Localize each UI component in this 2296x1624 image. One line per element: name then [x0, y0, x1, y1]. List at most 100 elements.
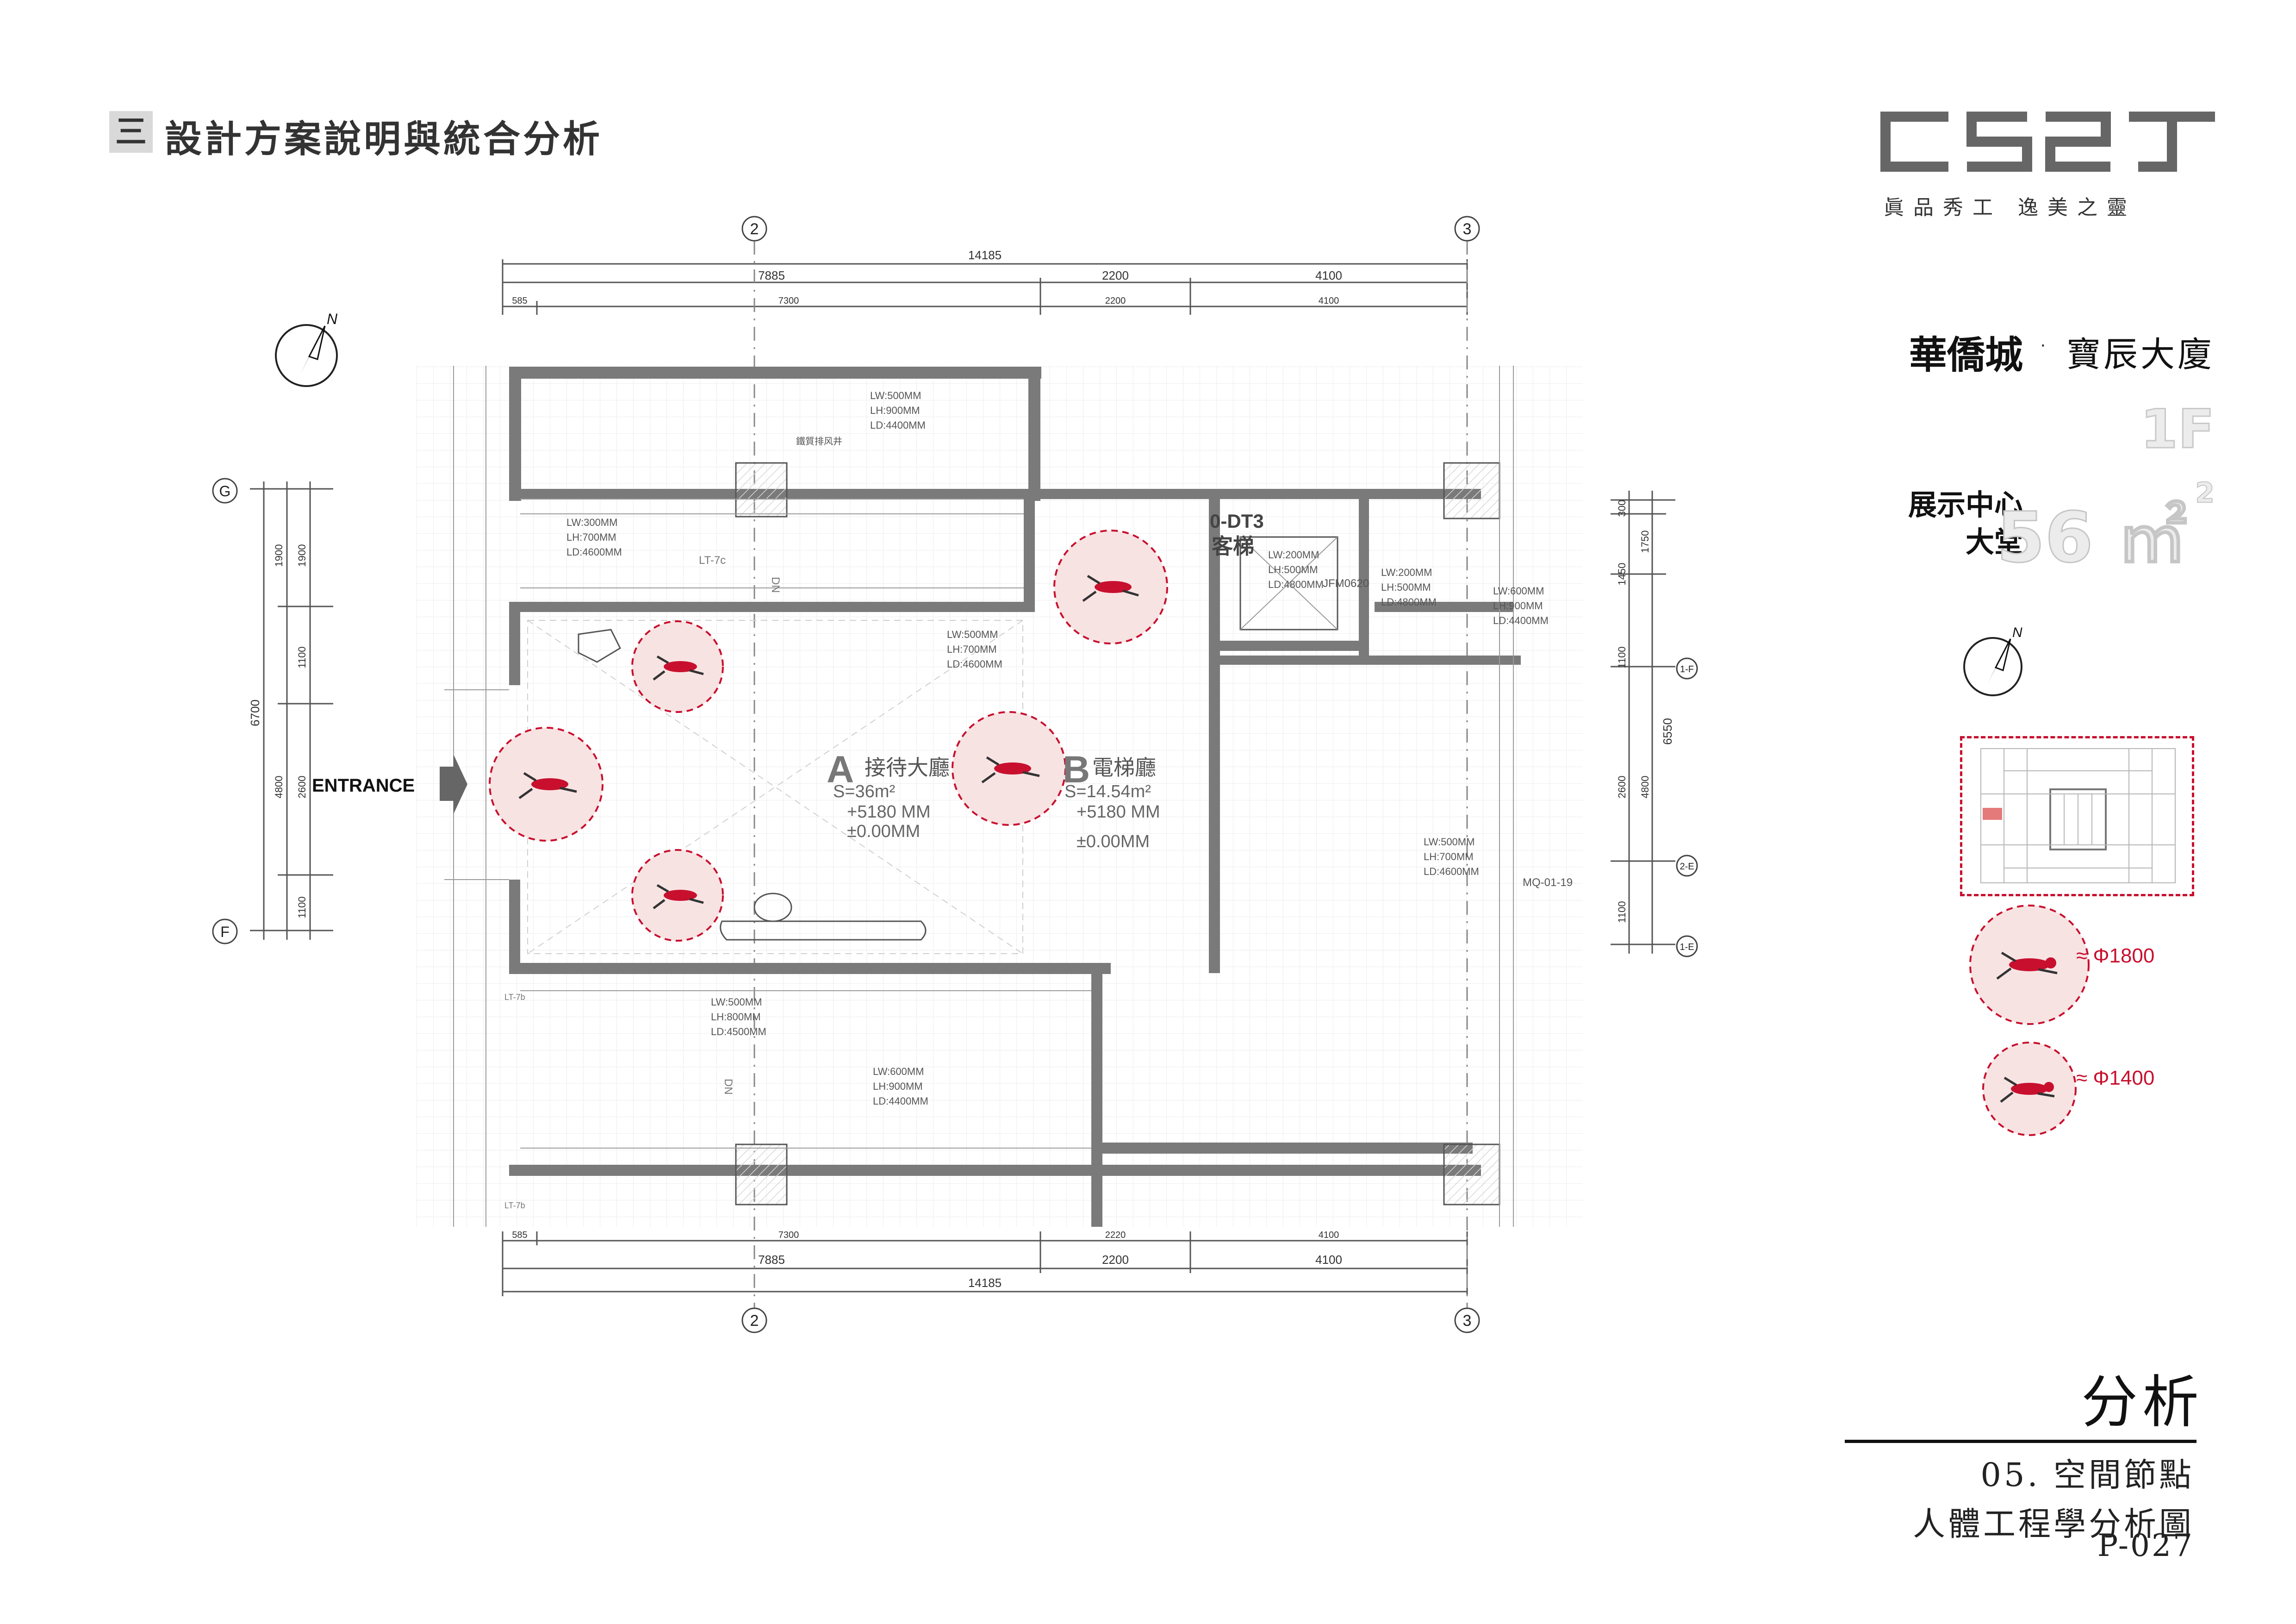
- svg-text:LW:200MM: LW:200MM: [1268, 549, 1319, 561]
- analysis-subtitle-2: 人體工程學分析圖: [1913, 1505, 2194, 1543]
- dimension-lines: [250, 241, 1675, 1329]
- svg-text:LH:900MM: LH:900MM: [1493, 600, 1543, 612]
- space-area-superscript: 2: [2195, 476, 2215, 510]
- legend-circle-small: [1982, 1042, 2077, 1136]
- dn-label-2: DN: [722, 1079, 734, 1095]
- axis-bubbles: 2 3 2 3 G F 1-F 2-E 1-E: [212, 216, 1698, 1333]
- floor-label: 1F: [2140, 398, 2215, 462]
- ergo-circle-center: [952, 711, 1066, 826]
- dim-left-e: 2600: [296, 776, 308, 799]
- svg-text:LW:200MM: LW:200MM: [1381, 567, 1432, 578]
- svg-text:LD:4600MM: LD:4600MM: [947, 658, 1002, 670]
- svg-text:LH:500MM: LH:500MM: [1381, 581, 1431, 593]
- svg-text:LD:4800MM: LD:4800MM: [1381, 596, 1437, 608]
- dim-total-bottom: 14185: [968, 1276, 1002, 1290]
- misc-annotations: LT-7c DN DN JFM0620 MQ-01-19 LT-7b LT-7b…: [504, 436, 1573, 1210]
- tag-9: LW:600MM LH:900MM LD:4400MM: [873, 1066, 928, 1107]
- dim-right-d: 1100: [1616, 646, 1628, 668]
- dim-top-r2-2: 7300: [778, 296, 799, 306]
- page-number: P-027: [2097, 1528, 2194, 1563]
- dim-top-r2-3: 2200: [1105, 296, 1126, 306]
- dim-top-r2-4: 4100: [1319, 296, 1339, 306]
- svg-text:LH:700MM: LH:700MM: [947, 643, 997, 655]
- project-name-main: 華僑城: [1909, 333, 2023, 377]
- dim-right-c: 1450: [1616, 563, 1628, 586]
- seat: [753, 893, 792, 922]
- entrance-label: ENTRANCE: [312, 775, 415, 796]
- dim-bot-r2-1: 585: [512, 1230, 527, 1240]
- svg-text:LW:600MM: LW:600MM: [873, 1066, 924, 1077]
- side-dimension-texts: 6700 1900 1900 1100 4800 2600 1100 6550 …: [248, 500, 1674, 923]
- legend-circle-large: [1969, 905, 2090, 1025]
- ergo-circle-bottom: [631, 849, 724, 942]
- axis-col-2-bottom: 2: [750, 1312, 759, 1330]
- dim-bot-r1-2: 2200: [1102, 1253, 1129, 1267]
- furniture: [578, 629, 927, 941]
- dim-right-a: 300: [1616, 500, 1628, 517]
- axis-row-f: F: [220, 924, 230, 940]
- zone-a-area: S=36m²: [833, 782, 895, 801]
- dim-left-f: 1100: [296, 896, 308, 918]
- dim-left-d: 4800: [273, 776, 285, 799]
- dim-bot-r1-3: 4100: [1315, 1253, 1342, 1267]
- mq-label: MQ-01-19: [1523, 876, 1573, 889]
- section-title: 設計方案說明與統合分析: [165, 117, 603, 161]
- dimension-texts: 14185 7885 2200 4100 585 7300 2200 4100 …: [512, 248, 1342, 1290]
- zone-b-name: 電梯廳: [1092, 756, 1156, 780]
- svg-text:LH:900MM: LH:900MM: [873, 1081, 923, 1092]
- legend-label-1800: ≈ Φ1800: [2076, 944, 2155, 967]
- space-name-line1: 展示中心: [1908, 488, 2023, 522]
- duct-label: 鐵質排风井: [796, 436, 842, 447]
- zone-a-letter: A: [827, 749, 854, 791]
- svg-text:LW:500MM: LW:500MM: [711, 996, 762, 1008]
- axis-col-3-top: 3: [1463, 220, 1472, 238]
- dim-total-top: 14185: [968, 248, 1002, 262]
- svg-text:LW:300MM: LW:300MM: [566, 517, 617, 528]
- walls: [509, 367, 1521, 1227]
- corridor-lines: [444, 366, 1514, 1227]
- ergo-circle-elevator: [1053, 530, 1168, 644]
- dim-top-r1-2: 2200: [1102, 269, 1129, 282]
- zone-b-height1: +5180 MM: [1076, 802, 1160, 822]
- svg-text:LD:4800MM: LD:4800MM: [1268, 579, 1324, 590]
- lt7b-label-2: LT-7b: [504, 1201, 525, 1210]
- zone-a-height1: +5180 MM: [847, 802, 931, 822]
- svg-text:LW:500MM: LW:500MM: [947, 629, 998, 640]
- axis-row-1f: 1-F: [1680, 664, 1694, 675]
- dim-top-r1-3: 4100: [1315, 269, 1342, 282]
- north-arrow-icon: N: [1963, 625, 2022, 696]
- dim-top-r2-1: 585: [512, 296, 527, 306]
- zone-b-area: S=14.54m²: [1064, 782, 1151, 801]
- axis-col-2-top: 2: [750, 220, 759, 238]
- dim-left-b: 1900: [296, 544, 308, 567]
- dim-bot-r1-1: 7885: [758, 1253, 785, 1267]
- axis-row-1e: 1-E: [1680, 942, 1694, 952]
- zone-b-letter: B: [1063, 749, 1090, 791]
- svg-text:LD:4600MM: LD:4600MM: [1424, 866, 1479, 877]
- svg-text:LW:500MM: LW:500MM: [870, 390, 921, 401]
- tag-8: LW:500MM LH:800MM LD:4500MM: [711, 996, 766, 1037]
- svg-text:LD:4400MM: LD:4400MM: [1493, 615, 1549, 626]
- space-area: 56 ㎡: [1996, 497, 2188, 579]
- company-logo: [1880, 112, 2215, 172]
- key-plan: [1960, 736, 2194, 896]
- space-name-line2: 大堂: [1965, 525, 2023, 559]
- dim-right-e: 4800: [1639, 776, 1651, 799]
- lt7c-label: LT-7c: [699, 554, 726, 567]
- jfm-label: JFM0620: [1323, 577, 1369, 590]
- legend-label-1400: ≈ Φ1400: [2076, 1067, 2155, 1089]
- lighting-tags: LW:500MM LH:900MM LD:4400MM LW:300MM LH:…: [566, 390, 1549, 1107]
- dim-right-b: 1750: [1639, 531, 1651, 553]
- svg-text:LW:500MM: LW:500MM: [1424, 836, 1475, 848]
- logo-slogan: 眞品秀工 逸美之靈: [1884, 196, 2136, 219]
- sculpture: [578, 629, 621, 663]
- axis-row-g: G: [219, 483, 231, 500]
- key-plan-drawing: [1980, 748, 2176, 883]
- tag-2: LW:300MM LH:700MM LD:4600MM: [566, 517, 622, 558]
- dim-top-r1-1: 7885: [758, 269, 785, 282]
- dim-right-total: 6550: [1661, 718, 1674, 745]
- dim-right-f: 2600: [1616, 776, 1628, 799]
- svg-text:LH:700MM: LH:700MM: [1424, 851, 1474, 862]
- zone-b-height2: ±0.00MM: [1076, 832, 1150, 851]
